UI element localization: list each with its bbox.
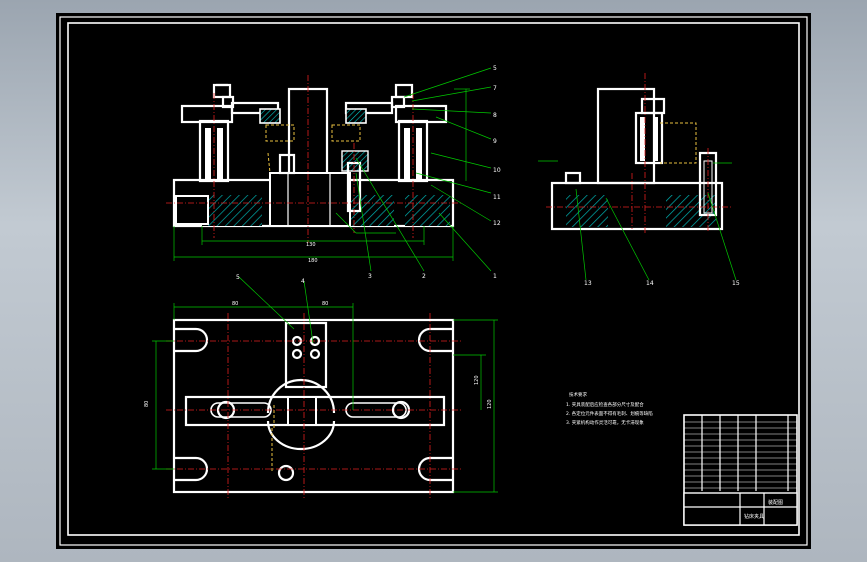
balloon-4-top: 4 (301, 278, 305, 285)
balloon-11: 11 (493, 194, 501, 201)
notes-title: 技术要求 (569, 391, 587, 398)
dim-top-80b: 80 (322, 301, 328, 307)
title-block-texts: 钻床夹具 装配图 (744, 499, 783, 520)
notes-line-3: 3. 夹紧机构动作灵活可靠，无卡滞现象 (566, 419, 644, 426)
dim-top-120b: 120 (487, 399, 493, 409)
balloon-15: 15 (732, 280, 740, 287)
top-dim-texts: 80 80 80 120 120 (144, 301, 493, 409)
side-balloon-labels: 13 14 15 (584, 280, 740, 287)
top-balloon-labels: 5 4 (236, 274, 305, 285)
balloon-10: 10 (493, 167, 501, 174)
dim-130: 130 (306, 242, 316, 248)
title-block-rows (684, 421, 797, 489)
side-view (538, 73, 737, 281)
title-name: 钻床夹具 (744, 513, 764, 520)
cad-drawing: 5 7 8 9 10 11 12 1 2 3 130 180 (59, 16, 808, 546)
dim-top-80c: 80 (144, 401, 150, 407)
balloon-5: 5 (493, 65, 497, 72)
notes-line-1: 1. 夹具装配后应检查各部分尺寸及配合 (566, 401, 644, 408)
technical-notes: 技术要求 1. 夹具装配后应检查各部分尺寸及配合 2. 各定位元件表面不得有毛刺… (566, 391, 653, 426)
front-view (166, 67, 492, 272)
title-drawing-no: 装配图 (768, 499, 783, 506)
front-dim-texts: 130 180 (306, 242, 318, 264)
balloon-8: 8 (493, 112, 497, 119)
drawing-sheet: 5 7 8 9 10 11 12 1 2 3 130 180 (56, 13, 811, 549)
top-view (152, 276, 498, 498)
balloon-13: 13 (584, 280, 592, 287)
front-balloon-labels: 5 7 8 9 10 11 12 1 2 3 (368, 65, 501, 280)
dim-top-120a: 120 (474, 375, 480, 385)
balloon-7: 7 (493, 85, 497, 92)
dim-180: 180 (308, 258, 318, 264)
inner-border (67, 22, 800, 536)
balloon-9: 9 (493, 138, 497, 145)
dim-top-80a: 80 (232, 301, 238, 307)
balloon-1: 1 (493, 273, 497, 280)
outer-border (59, 16, 808, 546)
balloon-14: 14 (646, 280, 654, 287)
balloon-2: 2 (422, 273, 426, 280)
balloon-3: 3 (368, 273, 372, 280)
notes-line-2: 2. 各定位元件表面不得有毛刺、划痕等缺陷 (566, 410, 653, 417)
balloon-12: 12 (493, 220, 501, 227)
balloon-5-top: 5 (236, 274, 240, 281)
